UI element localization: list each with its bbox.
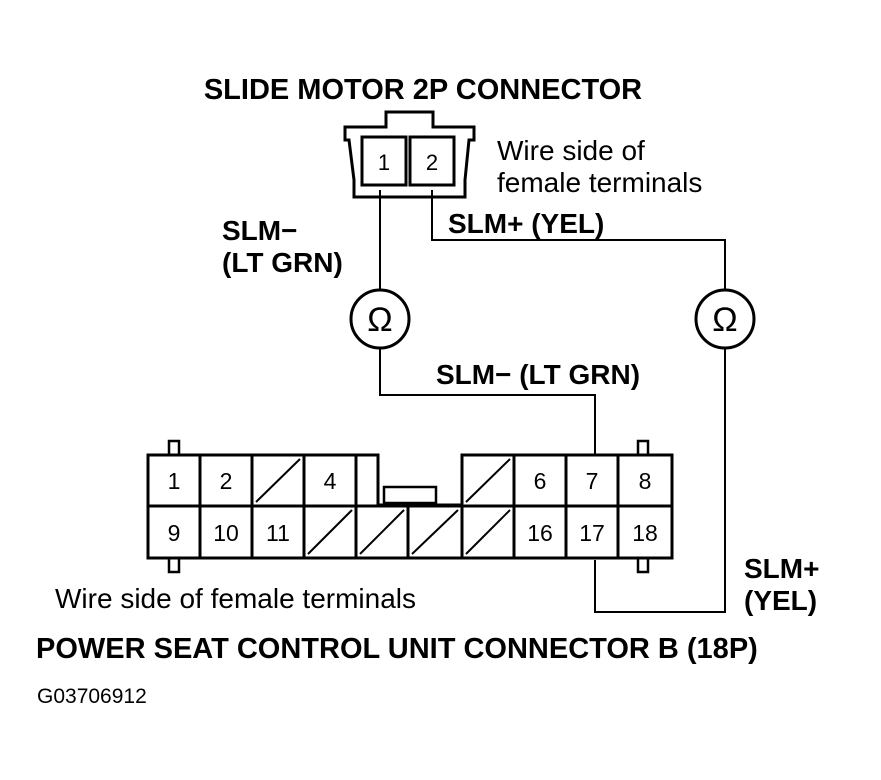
ohm-symbol-right: Ω [712, 301, 737, 339]
ohmmeter-right: Ω [694, 288, 756, 350]
pin-2-label: 2 [426, 150, 438, 175]
slm-plus-label-line1: SLM+ [744, 553, 819, 584]
pin-4: 4 [324, 468, 337, 494]
slide-motor-2p-connector: 1 2 [343, 110, 476, 199]
pin-6: 6 [534, 468, 547, 494]
pin-11: 11 [266, 520, 290, 546]
ohmmeter-left: Ω [349, 288, 411, 350]
slm-minus-label-line1: SLM− [222, 215, 297, 246]
slm-minus-label-line2: (LT GRN) [222, 247, 343, 278]
slm-plus-label-line2: (YEL) [744, 585, 817, 616]
slm-plus-yel-label: SLM+ (YEL) [448, 208, 604, 239]
pin-9: 9 [168, 520, 181, 546]
pin-10: 10 [213, 520, 239, 546]
wire-side-note-top-line1: Wire side of [497, 135, 645, 166]
pin-16: 16 [527, 520, 553, 546]
pin-17: 17 [579, 520, 605, 546]
pin-18: 18 [632, 520, 658, 546]
pin-1-label: 1 [378, 150, 390, 175]
ohm-symbol-left: Ω [367, 301, 392, 339]
pin-8: 8 [639, 468, 652, 494]
pin-7: 7 [586, 468, 599, 494]
slm-minus-lt-grn-label: SLM− (LT GRN) [436, 359, 640, 390]
figure-code: G03706912 [37, 685, 147, 708]
wire-side-note-bottom: Wire side of female terminals [55, 583, 416, 614]
control-unit-connector-title: POWER SEAT CONTROL UNIT CONNECTOR B (18P… [36, 633, 758, 665]
wires [379, 190, 726, 613]
control-unit-18p-connector: 1 2 4 6 7 8 9 10 11 16 17 18 [146, 439, 674, 574]
slide-motor-connector-title: SLIDE MOTOR 2P CONNECTOR [204, 74, 642, 106]
pin-2: 2 [220, 468, 233, 494]
wire-side-note-top-line2: female terminals [497, 167, 702, 198]
pin-1: 1 [168, 468, 181, 494]
